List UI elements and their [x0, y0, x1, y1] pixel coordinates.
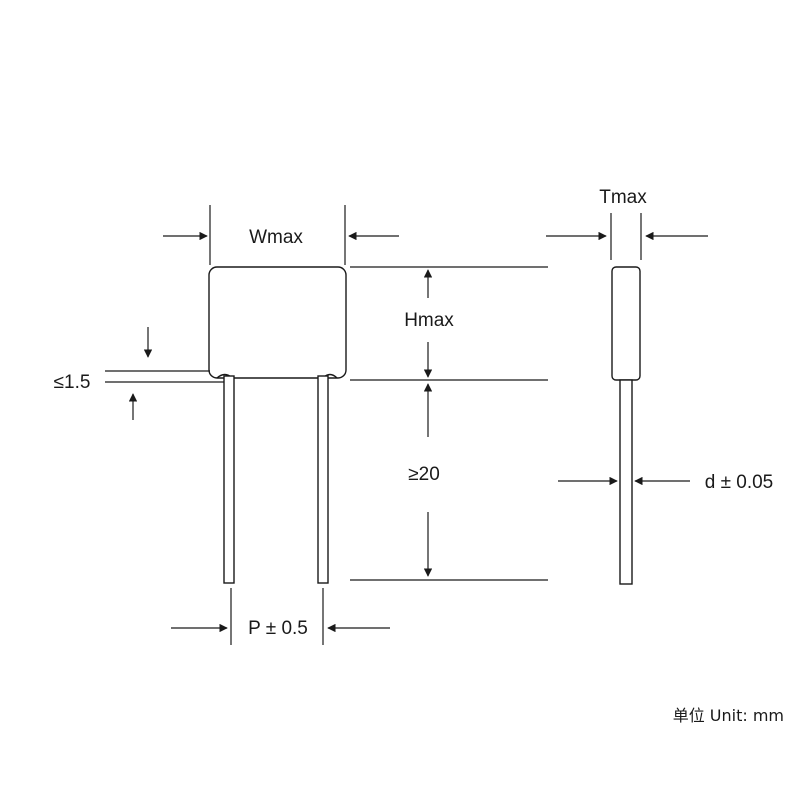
left-lead	[223, 375, 235, 584]
front-view	[208, 266, 347, 584]
pitch-dimension	[171, 588, 390, 645]
capacitor-body	[208, 266, 347, 379]
thickness-dimension	[546, 213, 708, 260]
side-lead	[619, 379, 633, 585]
lead-diameter-label: d ± 0.05	[705, 472, 774, 493]
width-label: Wmax	[249, 227, 303, 248]
unit-note: 单位 Unit: mm	[673, 706, 784, 725]
side-view	[611, 266, 641, 585]
reference-lines	[350, 266, 548, 581]
thickness-label: Tmax	[599, 187, 647, 208]
lead-offset-dimension	[105, 327, 224, 420]
lead-offset-label: ≤1.5	[54, 372, 91, 393]
width-dimension	[163, 205, 399, 265]
pitch-label: P ± 0.5	[248, 618, 308, 639]
right-lead	[317, 375, 329, 584]
height-label: Hmax	[404, 310, 454, 331]
side-body	[611, 266, 641, 381]
lead-length-label: ≥20	[408, 464, 440, 485]
